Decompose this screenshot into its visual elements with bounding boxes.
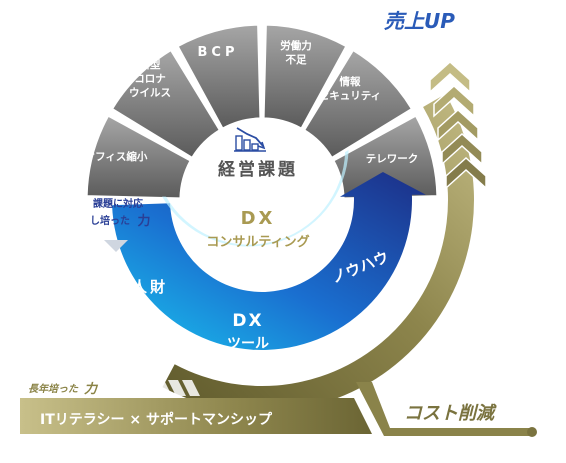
- issue-segment: [303, 49, 413, 159]
- chevron-up-icon: [441, 132, 483, 166]
- issue-segment-label: 情報: [340, 75, 361, 88]
- years-emphasis: 力: [84, 381, 99, 397]
- dx-tool-label-1: DX: [232, 311, 263, 331]
- sales-up-chevrons: [429, 60, 487, 190]
- dx-tool-label-2: ツール: [227, 336, 269, 352]
- gold-outer-arc: [162, 94, 475, 412]
- blue-arrow-arc: [112, 172, 426, 350]
- issue-segment-label: 労働力: [280, 39, 312, 52]
- issue-segment: [86, 115, 191, 199]
- capability-arrow-icon: [104, 240, 128, 252]
- cost-cut-base-line: [356, 382, 532, 436]
- issue-segment: [333, 115, 438, 199]
- chevron-up-icon: [429, 60, 471, 94]
- issue-segment: [177, 24, 261, 129]
- management-issues-title: 経営課題: [218, 159, 298, 180]
- banner-text: ITリテラシー × サポートマンシップ: [40, 411, 273, 428]
- cost-cut-label: コスト削減: [404, 403, 497, 424]
- issue-segment-label: 新型: [140, 58, 161, 71]
- issue-segment-label: BCP: [198, 45, 239, 60]
- cost-cut-end-dot: [527, 427, 537, 437]
- declining-chart-icon: [234, 127, 266, 152]
- issue-segment: [111, 49, 221, 159]
- capability-caption: 課題に対応 し培った 力: [90, 197, 151, 229]
- issue-segment-label: ウイルス: [129, 87, 171, 99]
- consulting-dx-label: DX: [241, 208, 276, 229]
- issue-segment-label: テレワーク: [366, 153, 419, 165]
- issue-segment-label: 不足: [286, 54, 307, 66]
- sales-up-label: 売上UP: [384, 9, 455, 33]
- chevron-up-icon: [445, 156, 487, 190]
- capability-line2: し培った: [90, 214, 130, 227]
- consulting-label: コンサルティング: [206, 234, 309, 250]
- capability-emphasis: 力: [137, 213, 150, 229]
- issue-segment: [263, 24, 347, 129]
- banner-stripes: [140, 380, 200, 396]
- years-label: 長年培った: [28, 383, 79, 395]
- issue-segment-label: コロナ: [134, 73, 166, 85]
- human-resources-label: 人財: [132, 278, 168, 296]
- it-literacy-banner: [20, 398, 372, 434]
- capability-line1: 課題に対応: [93, 197, 143, 210]
- issue-segment-label: セキュリティ: [319, 90, 381, 102]
- chevron-up-icon: [433, 84, 475, 118]
- chevron-up-icon: [437, 108, 479, 142]
- issue-segment-label: オフィス縮小: [85, 150, 148, 163]
